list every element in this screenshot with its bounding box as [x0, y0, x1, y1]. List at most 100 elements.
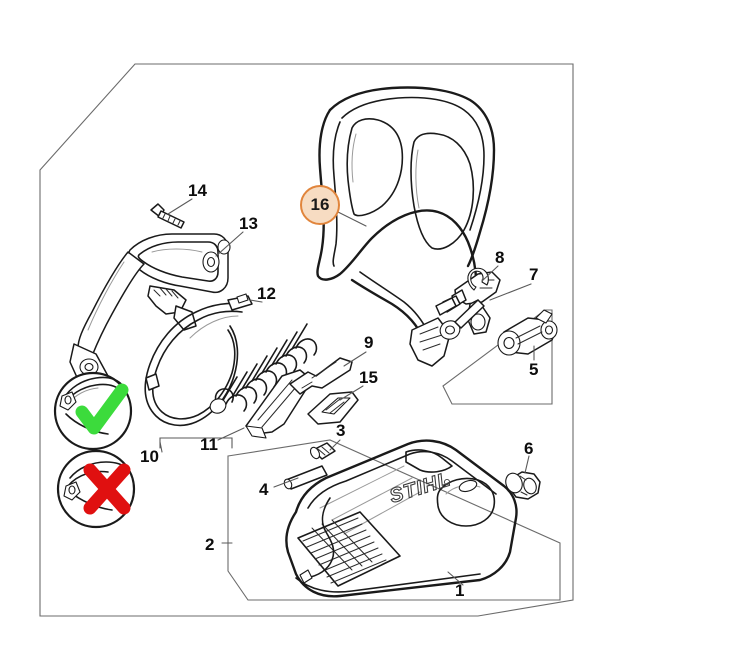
- brake-band-inner: [152, 310, 243, 420]
- group-bracket-10: [159, 437, 233, 449]
- check-icon: [75, 383, 129, 435]
- callout-9: 9: [364, 333, 374, 352]
- brake-band-tang-hole: [236, 293, 249, 304]
- callout-3: 3: [336, 421, 346, 440]
- leader-11: [217, 427, 245, 441]
- link-rod-shaft: [454, 299, 485, 329]
- cover-bottom-lip: [295, 573, 481, 593]
- brake-bracket-detail: [257, 379, 297, 428]
- cover-body: [285, 439, 518, 598]
- leader-7: [489, 283, 532, 301]
- cover-shade-3: [343, 491, 421, 535]
- leader-3: [329, 439, 341, 451]
- part-6-nut: [505, 471, 541, 500]
- panel-cover-group: [227, 439, 561, 601]
- link-lever-arm-hole: [470, 313, 486, 331]
- spring-coil: [214, 323, 318, 412]
- diagram-frame: [39, 63, 574, 617]
- part-4-pin: [283, 465, 328, 490]
- leader-16-line: [337, 211, 367, 227]
- callout-1: 1: [455, 581, 465, 600]
- brake-bracket-foot: [245, 425, 267, 439]
- handle-boss-right-hole: [206, 256, 216, 268]
- brake-band-shade: [189, 315, 239, 339]
- handle-boss-top: [217, 239, 231, 255]
- callout-2: 2: [205, 535, 215, 554]
- brake-band-outer: [144, 302, 245, 427]
- cross-icon: [83, 463, 131, 515]
- tensioner-wheel-hole: [503, 336, 515, 350]
- leader-13: [215, 231, 244, 257]
- brake-band-anchor: [145, 373, 160, 391]
- callout-13: 13: [239, 214, 258, 233]
- spring-eyelet: [209, 398, 227, 414]
- frame-outline: [39, 63, 574, 617]
- handlebar-inner-top: [341, 96, 485, 231]
- correct-connector-hole: [64, 395, 72, 405]
- handlebar-outer: [316, 108, 478, 354]
- callout-8: 8: [495, 248, 505, 267]
- cover-top-ridge: [405, 449, 453, 473]
- callout-16-highlighted[interactable]: 16: [300, 185, 340, 225]
- cover-latch-tab: [299, 569, 313, 584]
- part-14-screw: [150, 203, 185, 229]
- stihl-logo-text: STIHL: [387, 468, 453, 507]
- handle-housing-inner: [137, 241, 219, 282]
- correct-circle-border: [53, 371, 133, 451]
- vent-grille-frame: [297, 511, 401, 587]
- leader-15: [339, 385, 364, 401]
- nut-facets: [519, 475, 528, 496]
- leader-10: [159, 441, 163, 453]
- detail-circle-correct: [53, 371, 133, 451]
- throttle-trigger-ribs: [153, 287, 179, 299]
- cover-recess: [436, 477, 496, 527]
- leader-1: [447, 571, 464, 586]
- incorrect-connector-hole: [68, 485, 76, 495]
- part-15-catch: [307, 391, 359, 425]
- cover-shade-1: [319, 465, 405, 509]
- callout-6: 6: [524, 439, 534, 458]
- screw-shaft: [157, 210, 185, 229]
- leader-6: [524, 455, 530, 474]
- handlebar-window-right: [410, 132, 475, 250]
- part-3-bushing: [309, 442, 336, 460]
- nut-flange: [505, 472, 523, 494]
- vent-grille-ribs: [311, 519, 373, 571]
- callout-12: 12: [257, 284, 276, 303]
- leader-9: [343, 351, 367, 367]
- correct-routing-upper: [63, 376, 125, 399]
- part-7-link-lever: [435, 271, 501, 340]
- part-8-circlip: [467, 267, 489, 291]
- part-13-rear-handle: [69, 233, 231, 391]
- part-16-handlebar: [316, 86, 496, 367]
- flat-lever-body: [289, 357, 353, 395]
- handlebar-window-left-shade: [351, 133, 357, 183]
- callout-10: 10: [140, 447, 159, 466]
- bushing-end: [309, 446, 321, 460]
- cover-upper-contour: [307, 450, 497, 509]
- group-bracket-10-line: [159, 437, 233, 449]
- leader-4: [273, 477, 299, 488]
- cover-latch-line: [305, 497, 335, 579]
- catch-ribs: [325, 398, 345, 414]
- handlebar-window-right-shade: [415, 149, 420, 209]
- nut-bore: [523, 477, 537, 495]
- part-12-brake-band: [144, 293, 253, 427]
- part-1-sprocket-cover: STIHL: [285, 439, 518, 598]
- panel-cover-outline: [227, 439, 561, 601]
- bushing-detail: [317, 446, 330, 456]
- link-rod-eye-hole: [444, 325, 456, 335]
- cover-recess-detail: [458, 479, 478, 493]
- callout-15: 15: [359, 368, 378, 387]
- callout-7: 7: [529, 265, 539, 284]
- handle-pivot-bore: [84, 362, 94, 372]
- screw-threads: [162, 213, 181, 226]
- callout-11: 11: [200, 435, 218, 454]
- handle-grip-arm: [77, 251, 145, 357]
- callout-5: 5: [529, 360, 539, 379]
- stihl-registered-mark: [443, 478, 451, 486]
- detail-circle-incorrect: [56, 449, 136, 529]
- callout-14: 14: [188, 181, 207, 200]
